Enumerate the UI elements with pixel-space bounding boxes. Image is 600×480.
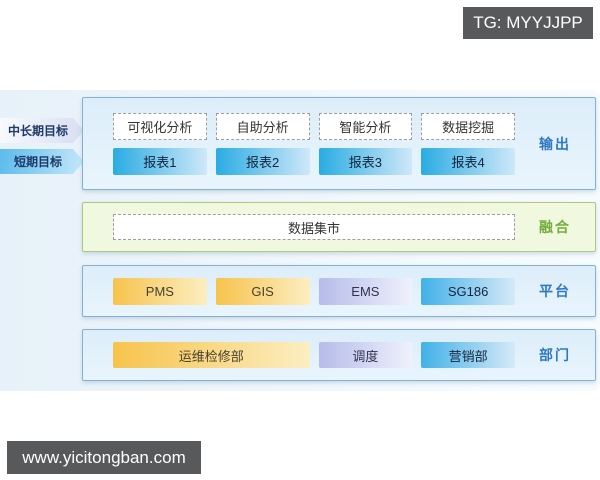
layer-label-platform: 平台	[539, 283, 571, 299]
output-layer-content: 可视化分析 自助分析 智能分析 数据挖掘 报表1 报表2 报表3 报表4	[113, 112, 515, 175]
platform-box-sg186: SG186	[421, 277, 515, 305]
platform-box-ems: EMS	[318, 277, 413, 305]
analysis-box: 可视化分析	[113, 112, 207, 140]
output-layer-panel: 可视化分析 自助分析 智能分析 数据挖掘 报表1 报表2 报表3 报表4 输出	[82, 97, 596, 190]
platform-layer-content: PMS GIS EMS SG186	[113, 277, 515, 305]
department-layer-panel: 运维检修部 调度 营销部 部门	[82, 329, 596, 381]
platform-box-gis: GIS	[215, 277, 310, 305]
fusion-layer-content: 数据集市	[113, 214, 515, 240]
goal-arrow-short-term-label: 短期目标	[13, 155, 62, 169]
layer-label-department: 部门	[539, 347, 571, 363]
tg-badge: TG: MYYJJPP	[463, 7, 593, 39]
goal-arrow-short-term: 短期目标	[0, 149, 84, 174]
layer-label-fusion: 融合	[539, 219, 571, 235]
analysis-row: 可视化分析 自助分析 智能分析 数据挖掘	[113, 112, 515, 140]
report-box: 报表4	[421, 147, 515, 175]
report-row: 报表1 报表2 报表3 报表4	[113, 147, 515, 175]
goal-arrow-long-term-label: 中长期目标	[7, 124, 68, 138]
watermark-text: www.yicitongban.com	[22, 447, 186, 467]
department-row: 运维检修部 调度 营销部	[113, 342, 515, 368]
data-mart-box: 数据集市	[113, 214, 515, 240]
report-box: 报表2	[215, 147, 310, 175]
department-box-marketing: 营销部	[421, 342, 515, 368]
goal-arrow-long-term: 中长期目标	[0, 118, 84, 143]
watermark: www.yicitongban.com	[7, 441, 201, 474]
department-layer-content: 运维检修部 调度 营销部	[113, 342, 515, 368]
analysis-box: 自助分析	[215, 112, 310, 140]
analysis-box: 智能分析	[318, 112, 413, 140]
report-box: 报表3	[318, 147, 413, 175]
tg-badge-text: TG: MYYJJPP	[473, 13, 583, 32]
department-box-ops: 运维检修部	[113, 342, 310, 368]
report-box: 报表1	[113, 147, 207, 175]
platform-row: PMS GIS EMS SG186	[113, 277, 515, 305]
platform-layer-panel: PMS GIS EMS SG186 平台	[82, 265, 596, 317]
platform-box-pms: PMS	[113, 277, 207, 305]
analysis-box: 数据挖掘	[421, 112, 515, 140]
fusion-layer-panel: 数据集市 融合	[82, 202, 596, 252]
department-box-dispatch: 调度	[318, 342, 413, 368]
layer-label-output: 输出	[539, 135, 571, 152]
